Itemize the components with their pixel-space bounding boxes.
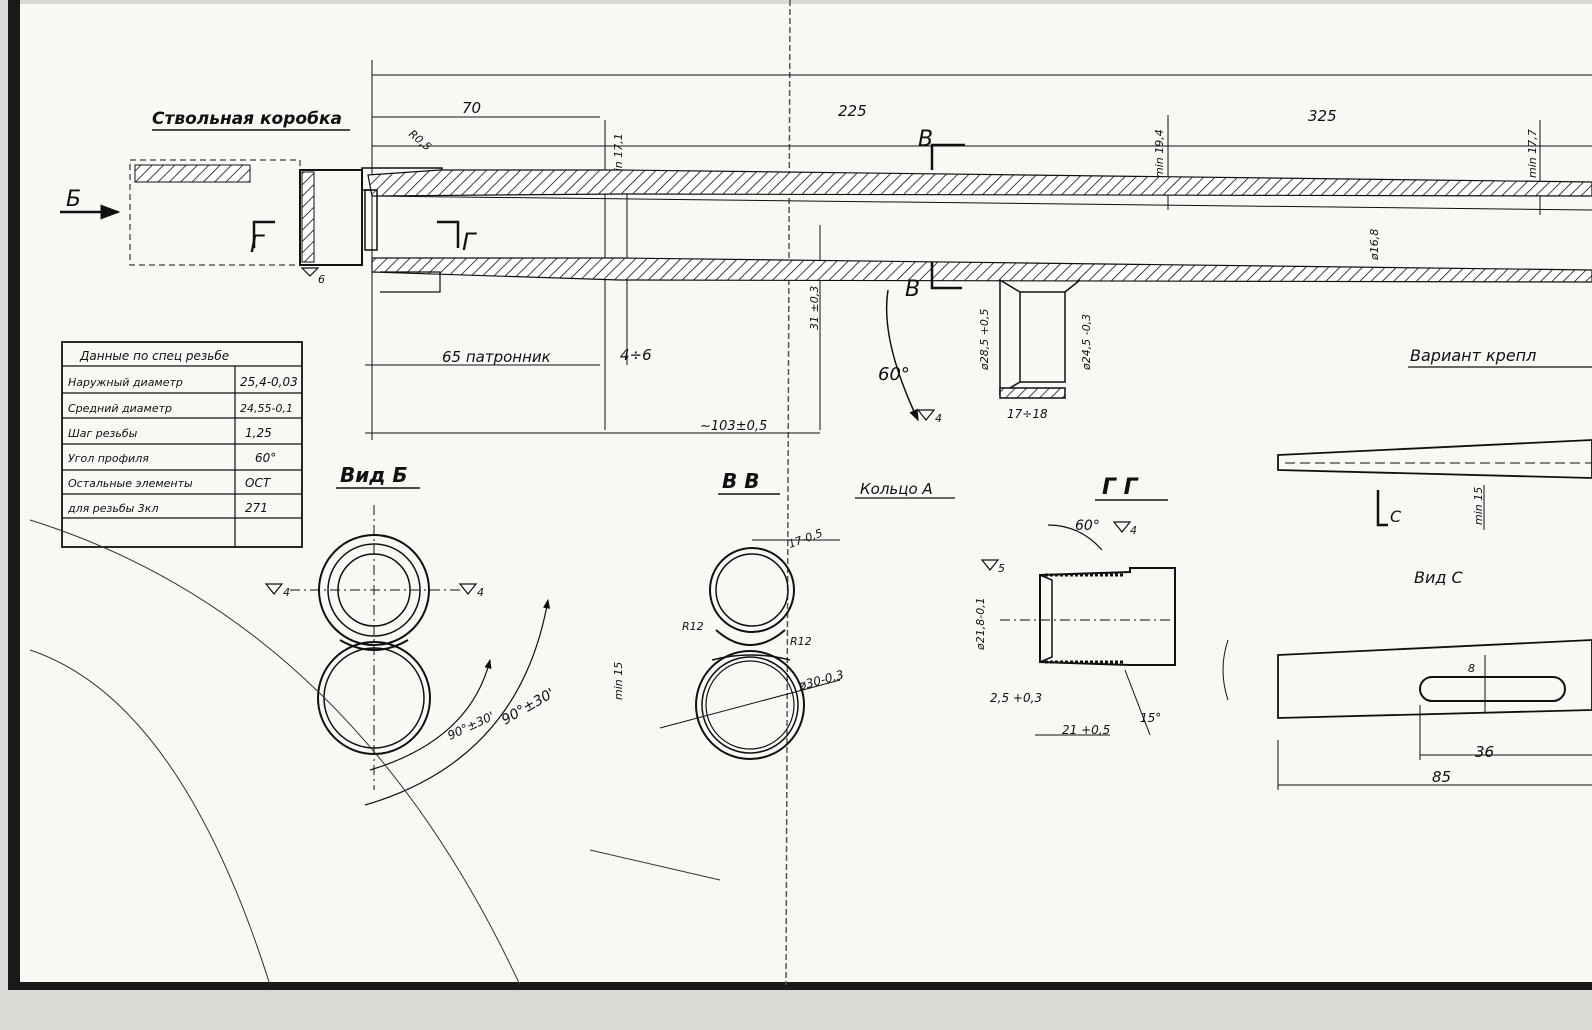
table-row-label: Шаг резьбы bbox=[68, 427, 138, 440]
dim-8: 8 bbox=[1468, 662, 1475, 675]
section-gg-drawing bbox=[1000, 524, 1180, 736]
view-c-title: Вид С bbox=[1414, 568, 1464, 587]
variant-drawing bbox=[1222, 439, 1592, 790]
paper bbox=[14, 4, 1592, 990]
section-letter-c: С bbox=[1390, 507, 1402, 526]
view-b-title: Вид Б bbox=[340, 463, 408, 487]
section-letter-v-top: В bbox=[918, 127, 933, 152]
roughness-mark: 4 bbox=[477, 586, 484, 599]
section-vv-drawing bbox=[659, 539, 841, 760]
dim-min15-view-b: min 15 bbox=[612, 662, 625, 700]
roughness-mark: 6 bbox=[318, 273, 325, 286]
roughness-mark: 4 bbox=[283, 586, 290, 599]
table-row-value: 25,4-0,03 bbox=[240, 375, 298, 389]
dim-85: 85 bbox=[1432, 768, 1451, 786]
dim-min177: min 17,7 bbox=[1526, 129, 1539, 178]
paper-fold bbox=[785, 0, 791, 986]
variant-label: Вариант крепл bbox=[1410, 346, 1536, 365]
table-row-value: 60° bbox=[255, 451, 276, 465]
roughness-triangles bbox=[264, 267, 1132, 595]
section-letter-g-left: Г bbox=[250, 230, 265, 258]
section-letter-b: Б bbox=[66, 187, 81, 212]
dim-36: 36 bbox=[1475, 743, 1494, 761]
section-gg-title: Г Г bbox=[1102, 475, 1139, 500]
roughness-mark: 4 bbox=[935, 412, 942, 425]
roughness-marks: 6 4 4 4 5 4 bbox=[283, 273, 1137, 599]
background-arcs bbox=[29, 519, 721, 986]
roughness-mark: 5 bbox=[998, 562, 1005, 575]
table-row-value: ОСТ bbox=[245, 476, 272, 490]
dim-d168: ø16,8 bbox=[1368, 229, 1381, 261]
table-row-label: Средний диаметр bbox=[68, 402, 172, 415]
section-vv-title: В В bbox=[722, 469, 759, 493]
dim-70: 70 bbox=[462, 99, 481, 117]
dim-min15-view-c: min 15 bbox=[1472, 487, 1485, 525]
dim-min194: min 19,4 bbox=[1153, 129, 1166, 178]
dim-r12-left: R12 bbox=[682, 620, 704, 633]
thread-data-table: Данные по спец резьбе Наружный диаметр 2… bbox=[61, 341, 303, 548]
roughness-mark: 4 bbox=[1130, 524, 1137, 537]
ring-a-label: Кольцо А bbox=[860, 480, 933, 498]
dim-103: ~103±0,5 bbox=[700, 419, 767, 434]
angle-60-gg: 60° bbox=[1075, 518, 1100, 534]
angle-15: 15° bbox=[1140, 711, 1161, 725]
table-row-label: Остальные элементы bbox=[68, 477, 193, 490]
ring-detail bbox=[885, 279, 1081, 422]
table-row-label: Угол профиля bbox=[68, 452, 149, 465]
dim-2-5: 2,5 +0,3 bbox=[990, 691, 1042, 705]
section-markers bbox=[60, 143, 965, 290]
dim-d245: ø24,5 -0,3 bbox=[1080, 314, 1093, 371]
dim-31: 31 ±0,3 bbox=[808, 286, 821, 330]
dim-d285: ø28,5 +0,5 bbox=[978, 309, 991, 371]
left-edge-shadow bbox=[8, 0, 20, 990]
table-row-label: для резьбы 3кл bbox=[67, 502, 158, 515]
table-row-label: Наружный диаметр bbox=[68, 376, 183, 389]
table-header: Данные по спец резьбе bbox=[79, 349, 229, 363]
dim-d218: ø21,8-0,1 bbox=[974, 597, 987, 651]
table-row-value: 271 bbox=[245, 501, 268, 515]
bottom-edge-shadow bbox=[8, 982, 1592, 990]
dim-21: 21 +0,5 bbox=[1062, 723, 1110, 737]
table-row-value: 1,25 bbox=[245, 426, 272, 440]
section-letter-g-right: Г bbox=[462, 228, 477, 256]
dim-225: 225 bbox=[838, 102, 867, 120]
dim-17-18: 17÷18 bbox=[1007, 407, 1048, 421]
dim-325: 325 bbox=[1308, 107, 1337, 125]
receiver-title: Ствольная коробка bbox=[152, 109, 342, 129]
angle-60: 60° bbox=[878, 364, 910, 385]
section-letter-v-bottom: В bbox=[905, 277, 920, 302]
receiver-section bbox=[129, 159, 1592, 293]
dim-4-6: 4÷6 bbox=[620, 346, 652, 364]
view-b-drawing bbox=[290, 505, 551, 806]
dim-r12-right: R12 bbox=[790, 635, 812, 648]
table-row-value: 24,55-0,1 bbox=[240, 402, 293, 415]
dim-65-chamber: 65 патронник bbox=[442, 348, 551, 366]
